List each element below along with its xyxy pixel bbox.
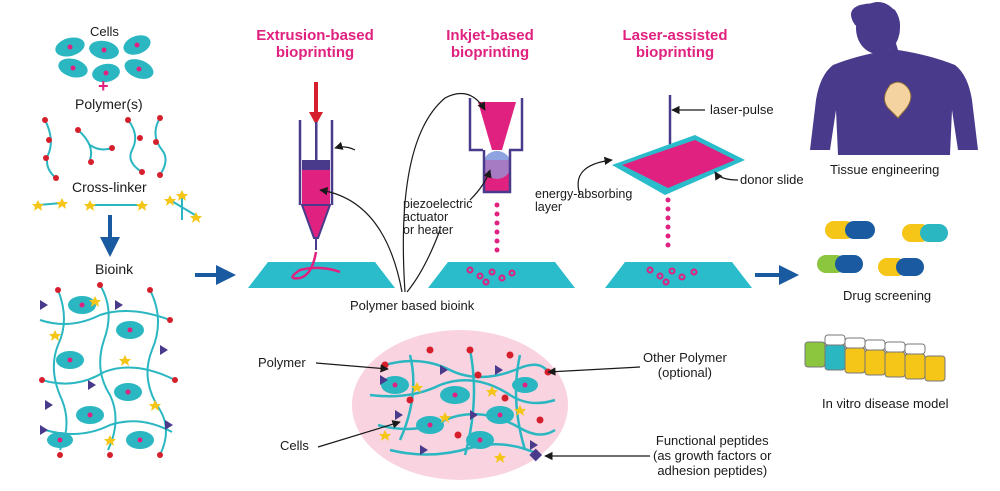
- cells-group: [55, 35, 154, 83]
- donor-slide: [612, 135, 745, 195]
- invitro-wells: [804, 334, 946, 382]
- extrusion-printer: [298, 82, 334, 250]
- invitro-label: In vitro disease model: [822, 396, 949, 411]
- polymer-bioink-label: Polymer based bioink: [350, 298, 475, 313]
- zoom-network: [369, 346, 556, 463]
- polymer-beads: [42, 115, 163, 181]
- crosslinker-label: Cross-linker: [72, 179, 147, 195]
- bioink-label: Bioink: [95, 261, 134, 277]
- laser-pulse-label: laser-pulse: [710, 102, 774, 117]
- laser-droplets: [665, 197, 671, 248]
- zoom-pointers: [315, 362, 650, 461]
- extrusion-platform: [248, 262, 395, 288]
- inkjet-printer: [468, 98, 524, 194]
- polymer-chains: [44, 117, 167, 179]
- extruded-filament: [291, 251, 341, 280]
- cells-label: Cells: [90, 24, 119, 39]
- zoom-polymer-label: Polymer: [258, 355, 306, 370]
- donor-slide-label: donor slide: [740, 172, 804, 187]
- plus-sign: +: [98, 76, 109, 96]
- tissue-engineering-label: Tissue engineering: [830, 162, 940, 177]
- bioink-zoom-ellipse: [352, 330, 568, 480]
- bioink-network: [39, 282, 178, 458]
- pointer-lines: [319, 92, 739, 293]
- laser-deposit: [646, 266, 698, 286]
- other-polymer-label: Other Polymer(optional): [643, 350, 727, 380]
- polymers-label: Polymer(s): [75, 96, 143, 112]
- drug-capsules: [817, 221, 948, 276]
- inkjet-droplets: [494, 202, 500, 253]
- laser-platform: [605, 262, 752, 288]
- drug-screening-label: Drug screening: [843, 288, 932, 303]
- inkjet-deposit: [466, 266, 516, 286]
- crosslinker-group: [32, 190, 202, 223]
- peptides-label: Functional peptides(as growth factors or…: [653, 433, 772, 478]
- zoom-cells-label: Cells: [280, 438, 309, 453]
- tissue-body: [810, 2, 978, 156]
